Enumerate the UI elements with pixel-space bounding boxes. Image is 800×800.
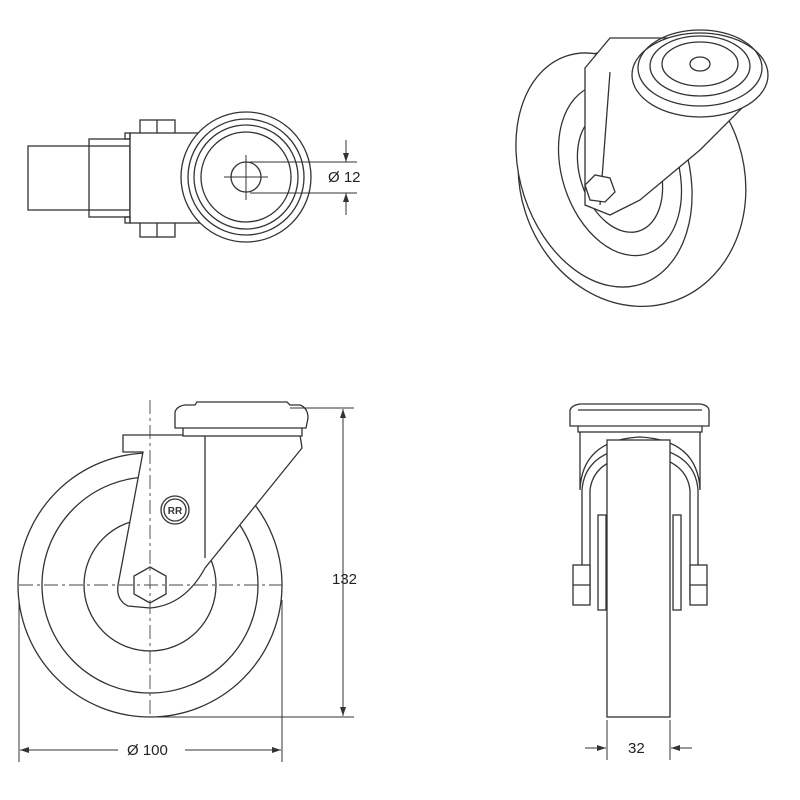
wheel-diameter-label: Ø 100 <box>127 742 168 759</box>
isometric-view <box>515 29 769 308</box>
bore-dimension-label: Ø 12 <box>328 169 361 186</box>
width-dimension-label: 32 <box>628 740 645 757</box>
side-fork-top <box>579 429 701 491</box>
flange <box>88 138 131 218</box>
side-view: 32 <box>569 403 710 760</box>
side-wheel <box>606 439 671 718</box>
top-plate <box>174 401 309 429</box>
iso-axle-nut <box>584 174 616 203</box>
front-view: RR 132 Ø 100 <box>17 400 357 762</box>
height-dimension-label: 132 <box>332 571 357 588</box>
brand-logo: RR <box>168 506 183 517</box>
stem <box>27 145 131 211</box>
top-view: Ø 12 <box>27 111 361 243</box>
side-top-plate <box>569 403 710 427</box>
logo-ring <box>160 495 190 525</box>
